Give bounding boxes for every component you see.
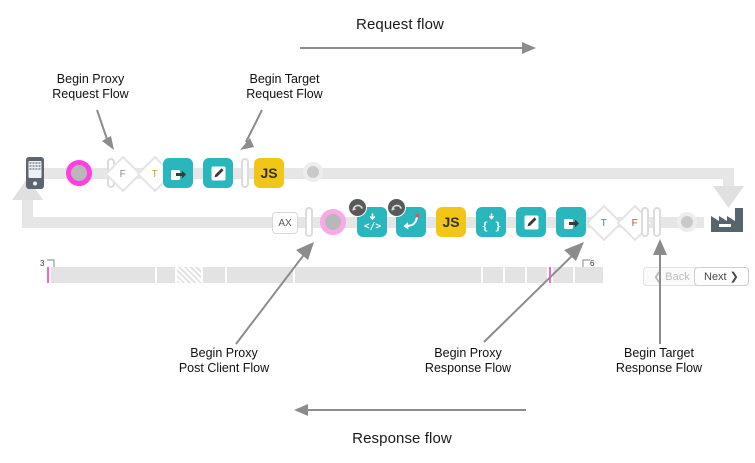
analytics-policy-label: AX [278, 217, 292, 229]
condition-true-2[interactable]: T [585, 204, 623, 242]
javascript-policy-2-label: JS [442, 214, 460, 230]
extract-variables-badge [348, 198, 367, 217]
assign-message-policy-2[interactable] [516, 207, 546, 237]
callout-begin-target-request-flow: Begin Target Request Flow [246, 72, 323, 101]
request-rail [44, 168, 734, 179]
timeline-track[interactable] [47, 267, 603, 283]
callout-arrow-begin-target-request [240, 109, 263, 150]
timeline-tick-left-label: 3 [40, 259, 45, 268]
extract-variables-policy[interactable]: </> [348, 198, 387, 237]
condition-false-2-label: F [631, 217, 639, 229]
analytics-policy[interactable]: AX [272, 212, 298, 234]
timeline-segment[interactable] [527, 267, 547, 283]
service-callout-policy-2[interactable] [556, 207, 586, 237]
timeline-segment[interactable] [505, 267, 525, 283]
timeline-tick-left-bracket [47, 259, 55, 267]
request-flow-title: Request flow [356, 16, 444, 33]
callout-arrow-begin-proxy-post-client [235, 242, 314, 345]
timeline-segment[interactable] [177, 267, 201, 283]
callout-arrow-begin-proxy-request [96, 109, 114, 150]
callout-arrow-begin-target-response [653, 239, 667, 344]
timeline-marker-mid [549, 267, 551, 283]
raise-fault-badge [387, 198, 406, 217]
response-dot[interactable] [677, 212, 697, 232]
callout-arrow-begin-proxy-response [483, 242, 584, 343]
timeline-tick-right-label: 6 [590, 259, 595, 268]
timeline-segment[interactable] [51, 267, 155, 283]
assign-message-policy-1[interactable] [203, 158, 233, 188]
timeline-segment[interactable] [483, 267, 503, 283]
timeline-segment[interactable] [575, 267, 603, 283]
response-rail-left [22, 217, 52, 228]
response-flow-arrow [294, 404, 526, 416]
timeline-tick-right-bracket [582, 259, 590, 267]
next-button[interactable]: Next ❯ [694, 267, 749, 286]
javascript-policy-1-label: JS [260, 165, 278, 181]
javascript-policy-2[interactable]: JS [436, 207, 466, 237]
code-icon: </> [363, 212, 381, 232]
callout-begin-proxy-post-client-flow: Begin Proxy Post Client Flow [178, 346, 270, 375]
flow-separator-5[interactable] [653, 207, 661, 237]
flow-separator-2[interactable] [241, 158, 249, 188]
response-rail-up-arrow [12, 178, 43, 200]
backend-target-server-icon [711, 208, 743, 232]
back-button[interactable]: ❮ Back [643, 267, 700, 286]
braces-icon: { } [481, 212, 501, 232]
timeline-segment[interactable] [295, 267, 481, 283]
request-flow-arrow [300, 42, 536, 54]
request-rail-down-arrow [713, 186, 744, 208]
timeline-segment[interactable] [227, 267, 293, 283]
condition-true-2-label: T [600, 217, 608, 229]
request-start-endpoint[interactable] [66, 160, 92, 186]
callout-begin-target-response-flow: Begin Target Response Flow [615, 346, 703, 375]
flow-separator-3[interactable] [305, 207, 313, 237]
svg-text:</>: </> [363, 221, 380, 232]
share-arrow-icon [563, 218, 579, 229]
condition-true-1-label: T [151, 168, 159, 180]
request-rail-turn [723, 168, 734, 196]
pencil-icon [524, 215, 538, 229]
service-callout-policy-1[interactable] [163, 158, 193, 188]
return-arrow-icon [403, 213, 419, 229]
target-endpoint-dot[interactable] [303, 162, 323, 182]
callout-begin-proxy-request-flow: Begin Proxy Request Flow [52, 72, 129, 101]
condition-false-1-label: F [119, 168, 127, 180]
response-flow-title: Response flow [352, 430, 452, 447]
timeline-marker-start [47, 267, 49, 283]
flow-separator-4[interactable] [641, 207, 649, 237]
json-policy[interactable]: { } [476, 207, 506, 237]
svg-text:{ }: { } [481, 219, 501, 232]
client-device-icon [24, 157, 46, 189]
pencil-icon [211, 166, 225, 180]
condition-false-1[interactable]: F [104, 155, 142, 193]
callout-begin-proxy-response-flow: Begin Proxy Response Flow [424, 346, 512, 375]
timeline-segment[interactable] [157, 267, 175, 283]
raise-fault-policy[interactable] [387, 198, 426, 237]
curved-arrow-icon [352, 204, 363, 211]
timeline-segment[interactable] [203, 267, 225, 283]
post-client-endpoint[interactable] [320, 209, 346, 235]
response-rail-up [22, 196, 33, 224]
share-arrow-icon [170, 169, 186, 180]
curved-arrow-icon [391, 204, 402, 211]
javascript-policy-1[interactable]: JS [254, 158, 284, 188]
